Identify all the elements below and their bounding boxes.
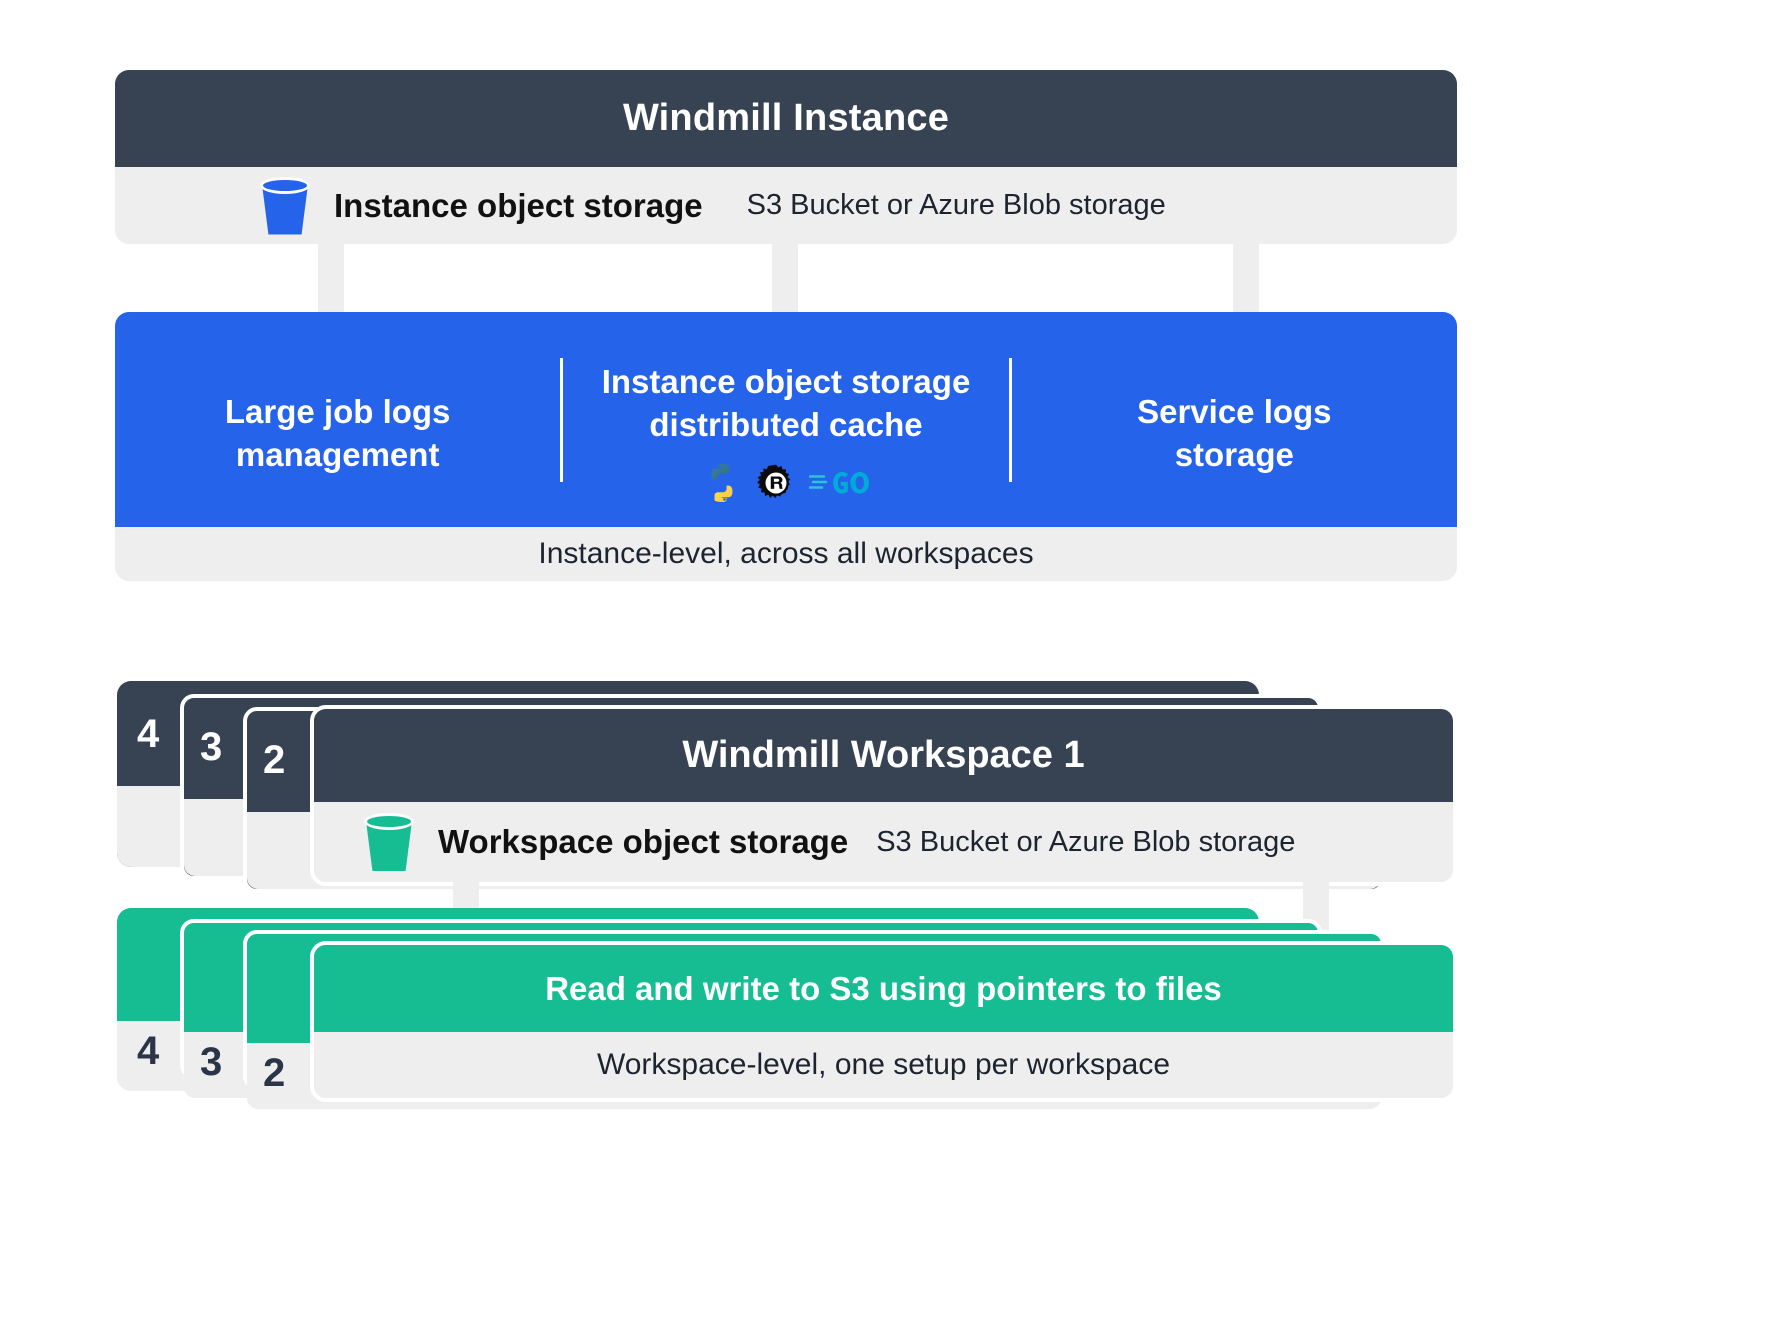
instance-storage-label: Instance object storage	[334, 186, 703, 224]
feature-distributed-cache-label: Instance object storage distributed cach…	[601, 363, 971, 443]
go-icon	[808, 471, 869, 494]
workspace-stack-number-3: 3	[200, 725, 223, 769]
workspace-storage-detail: S3 Bucket or Azure Blob storage	[876, 825, 1296, 858]
feature-distributed-cache: Instance object storage distributed cach…	[563, 333, 1008, 505]
green-front-card: Read and write to S3 using pointers to f…	[310, 941, 1457, 1102]
workspace-footer-note: Workspace-level, one setup per workspace	[314, 1032, 1453, 1098]
instance-card: Windmill Instance Instance object storag…	[115, 70, 1457, 244]
feature-large-job-logs: Large job logs management	[115, 363, 560, 475]
language-icons	[701, 460, 871, 506]
workspace-storage-row: Workspace object storage S3 Bucket or Az…	[314, 802, 1453, 882]
feature-service-logs: Service logs storage	[1012, 363, 1457, 475]
instance-features-panel: Large job logs management Instance objec…	[115, 312, 1457, 527]
column-divider	[1008, 357, 1012, 482]
bucket-icon	[362, 813, 416, 871]
feature-service-logs-label: Service logs storage	[1137, 393, 1332, 473]
python-icon	[711, 463, 733, 502]
bucket-icon	[258, 176, 312, 235]
feature-large-job-logs-label: Large job logs management	[224, 393, 451, 473]
instance-title: Windmill Instance	[115, 70, 1457, 167]
workspace-title: Windmill Workspace 1	[314, 709, 1453, 802]
workspace-card: Windmill Workspace 1 Workspace object st…	[310, 705, 1457, 886]
workspace-stack-number-4: 4	[137, 712, 160, 756]
read-write-panel: Read and write to S3 using pointers to f…	[314, 945, 1453, 1032]
instance-storage-row: Instance object storage S3 Bucket or Azu…	[115, 167, 1457, 244]
rust-icon	[757, 464, 791, 498]
green-stack-number-2: 2	[263, 1051, 286, 1095]
instance-footer-note: Instance-level, across all workspaces	[115, 527, 1457, 581]
green-stack-number-4: 4	[137, 1029, 160, 1073]
green-stack-number-3: 3	[200, 1040, 223, 1084]
workspace-stack-number-2: 2	[263, 738, 286, 782]
column-divider	[560, 357, 564, 482]
workspace-storage-label: Workspace object storage	[438, 823, 849, 860]
instance-storage-detail: S3 Bucket or Azure Blob storage	[746, 189, 1166, 221]
